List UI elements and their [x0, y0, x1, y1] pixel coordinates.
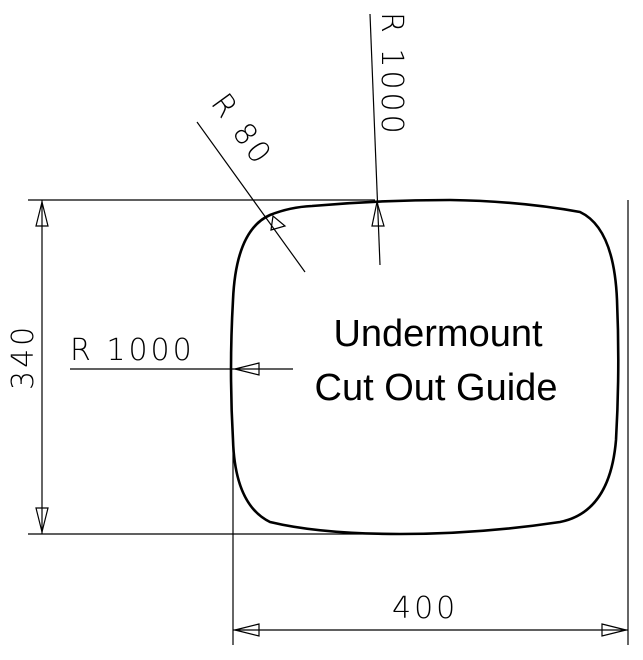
- height-label: 340: [6, 324, 41, 390]
- top-radius-label: R 1000: [374, 12, 409, 137]
- cutout-outline: [229, 198, 620, 536]
- side-radius-label: R 1000: [70, 333, 195, 368]
- width-dimension: 400: [232, 200, 629, 645]
- corner-radius-label: R 80: [204, 87, 280, 173]
- diagram-title-line-1: Undermount: [333, 313, 543, 355]
- side-radius-leader: R 1000: [70, 333, 293, 376]
- corner-radius-leader: R 80: [196, 87, 306, 273]
- top-radius-leader: R 1000: [369, 12, 409, 266]
- height-dimension: 340: [6, 199, 420, 535]
- diagram-title-line-2: Cut Out Guide: [315, 367, 558, 409]
- width-label: 400: [392, 591, 458, 626]
